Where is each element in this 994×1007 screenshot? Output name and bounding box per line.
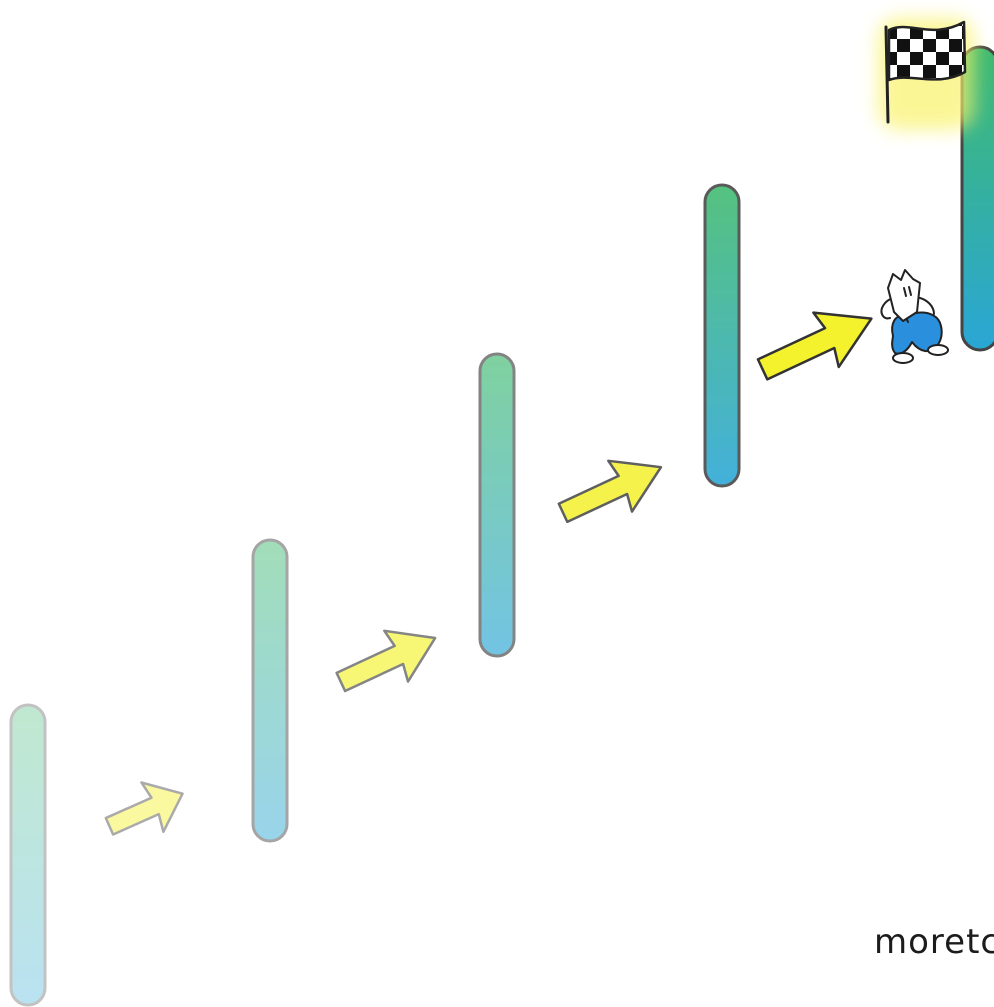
brand-logo-text: moretc [874,922,994,962]
arrow-icon [335,629,437,693]
checkered-flag-icon [878,18,974,130]
arrow-icon [756,311,873,381]
progress-bar-3 [478,352,516,658]
progress-bar-2 [251,538,289,843]
arrow-icon [557,459,663,524]
cartoon-character-icon [880,269,949,364]
progress-bar-1 [9,703,47,1007]
progress-bar-4 [703,183,741,488]
progress-bar-5 [960,45,994,352]
arrow-icon [104,781,184,836]
